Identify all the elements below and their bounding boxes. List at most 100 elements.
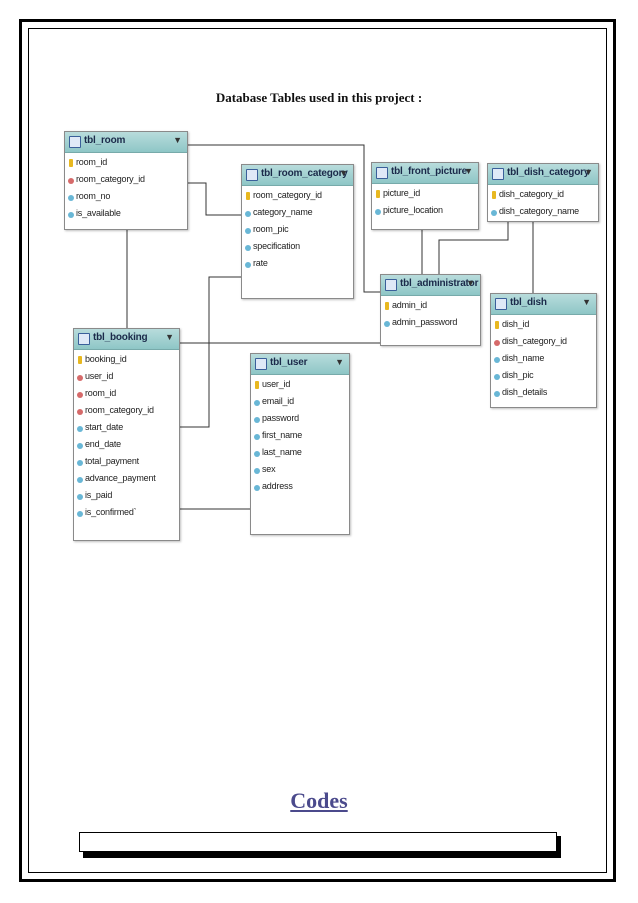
- foreign-key-icon: [68, 178, 74, 184]
- collapse-arrow-icon[interactable]: ▼: [173, 135, 182, 145]
- column-icon: [77, 426, 83, 432]
- table-header[interactable]: tbl_user▼: [251, 354, 349, 375]
- table-name: tbl_administrator: [400, 278, 479, 289]
- table-header[interactable]: tbl_dish_category▼: [488, 164, 598, 185]
- field-list: dish_category_id dish_category_name: [488, 185, 598, 222]
- field-name: is_confirmed`: [85, 507, 137, 517]
- field-row[interactable]: end_date: [74, 438, 179, 455]
- column-icon: [254, 468, 260, 474]
- table-icon: [246, 169, 258, 181]
- column-icon: [77, 460, 83, 466]
- field-row[interactable]: first_name: [251, 429, 349, 446]
- field-row[interactable]: admin_id: [381, 299, 480, 316]
- field-name: user_id: [262, 379, 291, 389]
- collapse-arrow-icon[interactable]: ▼: [584, 167, 593, 177]
- field-name: user_id: [85, 371, 114, 381]
- field-name: dish_pic: [502, 370, 534, 380]
- line-frontpicture-administrator-2: [438, 220, 509, 274]
- table-header[interactable]: tbl_room▼: [65, 132, 187, 153]
- field-row[interactable]: dish_category_id: [491, 335, 596, 352]
- column-icon: [77, 511, 83, 517]
- table-header[interactable]: tbl_booking▼: [74, 329, 179, 350]
- field-name: room_category_id: [253, 190, 322, 200]
- field-row[interactable]: dish_id: [491, 318, 596, 335]
- field-name: dish_category_id: [499, 189, 564, 199]
- field-name: advance_payment: [85, 473, 156, 483]
- field-row[interactable]: picture_id: [372, 187, 478, 204]
- field-row[interactable]: admin_password: [381, 316, 480, 333]
- table-name: tbl_dish: [510, 297, 547, 308]
- table-header[interactable]: tbl_dish ▼: [491, 294, 596, 315]
- field-name: dish_category_id: [502, 336, 567, 346]
- field-row[interactable]: room_category_id: [65, 173, 187, 190]
- field-row[interactable]: is_available: [65, 207, 187, 224]
- table-header[interactable]: tbl_room_category▼: [242, 165, 353, 186]
- primary-key-icon: [255, 381, 259, 389]
- field-row[interactable]: is_confirmed`: [74, 506, 179, 523]
- line-roomcategory-booking: [178, 276, 241, 428]
- table-header[interactable]: tbl_front_picture▼: [372, 163, 478, 184]
- field-row[interactable]: booking_id: [74, 353, 179, 370]
- field-row[interactable]: sex: [251, 463, 349, 480]
- field-row[interactable]: password: [251, 412, 349, 429]
- collapse-arrow-icon[interactable]: ▼: [464, 166, 473, 176]
- field-row[interactable]: user_id: [251, 378, 349, 395]
- collapse-arrow-icon[interactable]: ▼: [582, 297, 591, 307]
- foreign-key-icon: [77, 409, 83, 415]
- field-row[interactable]: category_name: [242, 206, 353, 223]
- field-name: dish_category_name: [499, 206, 579, 216]
- column-icon: [68, 212, 74, 218]
- field-row[interactable]: room_category_id: [242, 189, 353, 206]
- collapse-arrow-icon[interactable]: ▼: [165, 332, 174, 342]
- field-row[interactable]: address: [251, 480, 349, 497]
- field-row[interactable]: room_no: [65, 190, 187, 207]
- codes-heading: Codes: [290, 788, 348, 813]
- field-name: sex: [262, 464, 276, 474]
- field-row[interactable]: is_paid: [74, 489, 179, 506]
- table-header[interactable]: tbl_administrator▼: [381, 275, 480, 296]
- field-row[interactable]: last_name: [251, 446, 349, 463]
- field-row[interactable]: dish_details: [491, 386, 596, 403]
- table-icon: [385, 279, 397, 291]
- field-row[interactable]: room_id: [65, 156, 187, 173]
- field-row[interactable]: dish_name: [491, 352, 596, 369]
- field-row[interactable]: dish_category_name: [488, 205, 598, 222]
- collapse-arrow-icon[interactable]: ▼: [466, 278, 475, 288]
- field-row[interactable]: total_payment: [74, 455, 179, 472]
- field-row[interactable]: dish_pic: [491, 369, 596, 386]
- collapse-arrow-icon[interactable]: ▼: [339, 168, 348, 178]
- field-row[interactable]: user_id: [74, 370, 179, 387]
- field-row[interactable]: start_date: [74, 421, 179, 438]
- field-name: room_no: [76, 191, 111, 201]
- field-row[interactable]: rate: [242, 257, 353, 274]
- field-row[interactable]: picture_location: [372, 204, 478, 221]
- field-row[interactable]: dish_category_id: [488, 188, 598, 205]
- field-row[interactable]: advance_payment: [74, 472, 179, 489]
- field-row[interactable]: room_category_id: [74, 404, 179, 421]
- field-name: room_category_id: [76, 174, 145, 184]
- field-name: room_category_id: [85, 405, 154, 415]
- field-name: password: [262, 413, 299, 423]
- table-name: tbl_room_category: [261, 168, 348, 179]
- field-row[interactable]: specification: [242, 240, 353, 257]
- collapse-arrow-icon[interactable]: ▼: [335, 357, 344, 367]
- field-row[interactable]: room_pic: [242, 223, 353, 240]
- column-icon: [245, 228, 251, 234]
- table-icon: [495, 298, 507, 310]
- field-name: room_pic: [253, 224, 289, 234]
- footer-bar: [79, 832, 557, 852]
- column-icon: [77, 477, 83, 483]
- field-row[interactable]: room_id: [74, 387, 179, 404]
- field-name: room_id: [85, 388, 117, 398]
- field-row[interactable]: email_id: [251, 395, 349, 412]
